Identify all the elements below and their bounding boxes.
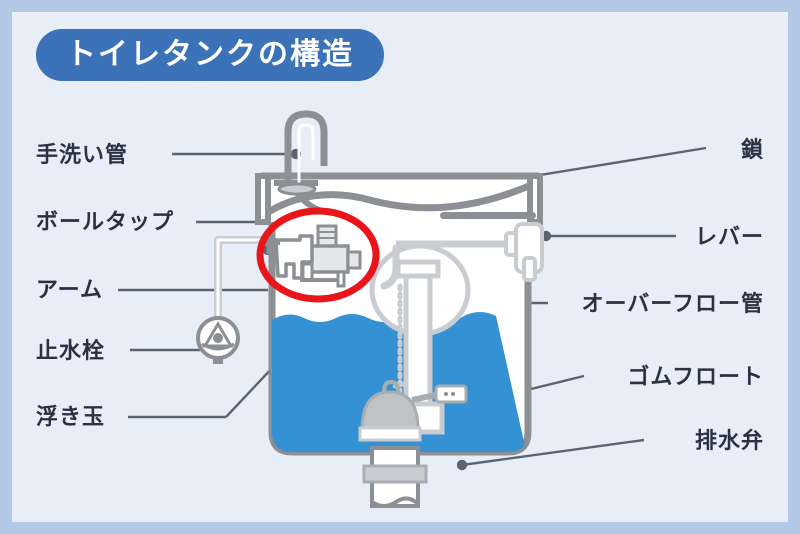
label-chain: 鎖 [740, 138, 764, 163]
label-overflow-pipe: オーバーフロー管 [581, 292, 764, 317]
page-title-badge: トイレタンクの構造 [36, 29, 384, 81]
diagram-canvas [12, 12, 788, 522]
label-tearai-kan: 手洗い管 [36, 143, 129, 168]
page-title: トイレタンクの構造 [66, 37, 354, 72]
label-arm: アーム [36, 278, 104, 303]
label-stop-valve: 止水栓 [36, 339, 106, 364]
label-drain-valve: 排水弁 [694, 429, 764, 454]
label-ball-tap: ボールタップ [36, 210, 175, 235]
label-lever: レバー [694, 225, 764, 250]
label-rubber-float: ゴムフロート [627, 365, 764, 390]
label-float-ball: 浮き玉 [36, 405, 106, 430]
